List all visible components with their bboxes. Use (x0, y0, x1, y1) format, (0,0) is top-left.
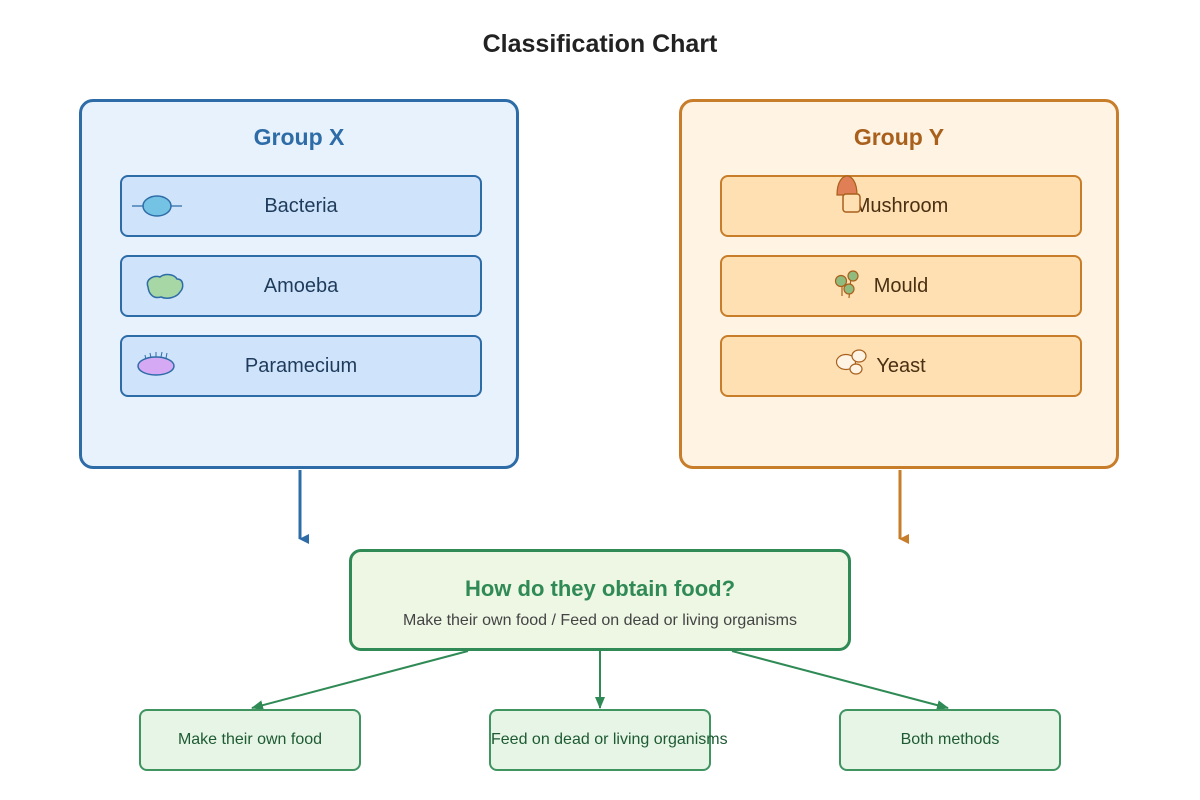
answer-make-own-food: Make their own food (139, 709, 361, 771)
group-y-item-label: Mushroom (853, 195, 949, 217)
answer-1-arrow (251, 650, 469, 711)
mould-icon (834, 270, 859, 299)
paramecium-icon (137, 351, 175, 376)
group-x-item-label: Amoeba (263, 275, 339, 297)
group-y-title: Group Y (853, 124, 945, 150)
group-x-title: Group X (253, 124, 345, 150)
amoeba-icon (146, 273, 184, 299)
answer-both-methods: Both methods (839, 709, 1061, 771)
yeast-icon (835, 349, 867, 375)
group-x-box: Group X Bacteria Amoeba (79, 99, 519, 469)
group-x-item-label: Paramecium (244, 355, 358, 377)
group-x-item-paramecium: Paramecium (120, 335, 482, 397)
question-box: How do they obtain food? Make their own … (349, 549, 851, 651)
question-title: How do they obtain food? (464, 576, 736, 601)
question-subtitle: Make their own food / Feed on dead or li… (403, 612, 797, 629)
bacteria-icon (132, 195, 182, 217)
answer-feed-on-organisms: Feed on dead or living organisms (489, 709, 728, 771)
group-x-item-label: Bacteria (264, 195, 338, 217)
group-y-item-label: Mould (873, 275, 929, 297)
mushroom-icon (836, 175, 861, 213)
answer-3-arrow (731, 650, 949, 711)
chart-title: Classification Chart (482, 30, 718, 58)
group-y-item-yeast: Yeast (720, 335, 1082, 397)
group-y-item-mushroom: Mushroom (720, 175, 1082, 237)
group-x-item-bacteria: Bacteria (120, 175, 482, 237)
group-y-item-mould: Mould (720, 255, 1082, 317)
group-y-box: Group Y Mushroom Mould (679, 99, 1119, 469)
group-y-item-label: Yeast (876, 355, 926, 377)
group-x-item-amoeba: Amoeba (120, 255, 482, 317)
